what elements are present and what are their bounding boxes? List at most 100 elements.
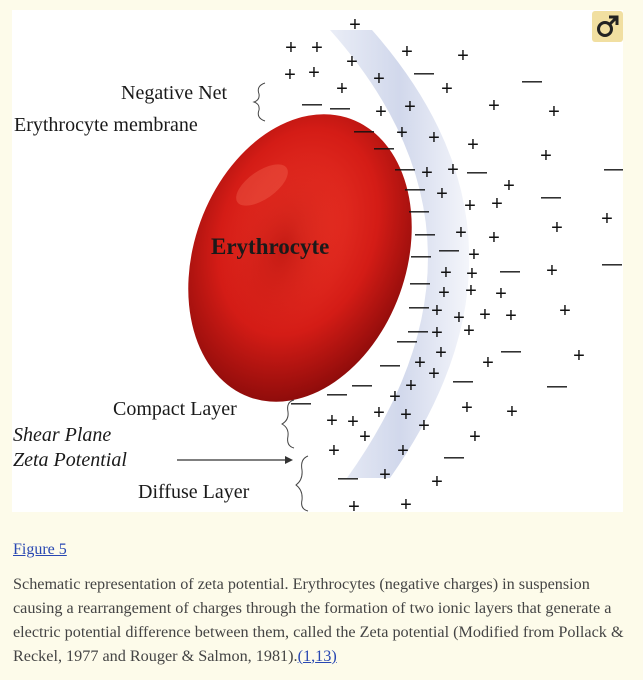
plus-charge: +	[464, 195, 476, 217]
plus-charge: +	[379, 464, 391, 486]
plus-charge: +	[479, 304, 491, 326]
male-symbol-badge[interactable]	[592, 11, 623, 42]
plus-charge: +	[447, 159, 459, 181]
minus-charge: —	[501, 340, 521, 362]
plus-charge: +	[346, 51, 358, 73]
plus-charge: +	[438, 282, 450, 304]
minus-charge: —	[327, 383, 347, 405]
plus-charge: +	[404, 96, 416, 118]
minus-charge: —	[380, 354, 400, 376]
citation-open: (	[297, 647, 303, 665]
plus-charge: +	[436, 183, 448, 205]
plus-charge: +	[397, 440, 409, 462]
plus-charge: +	[308, 62, 320, 84]
minus-charge: —	[541, 186, 561, 208]
zeta-arrow-head	[285, 456, 293, 464]
plus-charge: +	[441, 78, 453, 100]
caption-text: Schematic representation of zeta potenti…	[13, 575, 624, 665]
plus-charge: +	[348, 496, 360, 512]
plus-charge: +	[418, 415, 430, 437]
plus-charge: +	[551, 217, 563, 239]
plus-charge: +	[421, 162, 433, 184]
plus-charge: +	[467, 134, 479, 156]
plus-charge: +	[400, 404, 412, 426]
negative-net-brace	[252, 82, 266, 122]
negative-net-label: Negative Net	[121, 82, 228, 104]
plus-charge: +	[428, 363, 440, 385]
plus-charge: +	[311, 37, 323, 59]
minus-charge: —	[408, 320, 428, 342]
plus-charge: +	[488, 95, 500, 117]
plus-charge: +	[573, 345, 585, 367]
male-symbol-icon	[597, 15, 619, 37]
minus-charge: —	[522, 70, 542, 92]
minus-charge: —	[410, 272, 430, 294]
erythrocyte-label: Erythrocyte	[211, 234, 329, 259]
plus-charge: +	[559, 300, 571, 322]
citation-link[interactable]: (1,13)	[298, 647, 337, 665]
plus-charge: +	[466, 263, 478, 285]
plus-charge: +	[506, 401, 518, 423]
plus-charge: +	[396, 122, 408, 144]
minus-charge: —	[374, 137, 394, 159]
plus-charge: +	[482, 352, 494, 374]
plus-charge: +	[431, 300, 443, 322]
figure-caption: Schematic representation of zeta potenti…	[13, 572, 635, 668]
minus-charge: —	[409, 296, 429, 318]
plus-charge: +	[400, 494, 412, 512]
compact-layer-brace	[280, 399, 295, 449]
minus-charge: —	[602, 253, 622, 275]
minus-charge: —	[409, 200, 429, 222]
figure-link[interactable]: Figure 5	[13, 541, 67, 558]
minus-charge: —	[453, 370, 473, 392]
minus-charge: —	[330, 97, 350, 119]
plus-charge: +	[375, 101, 387, 123]
plus-charge: +	[503, 175, 515, 197]
minus-charge: —	[547, 375, 567, 397]
minus-charge: —	[439, 239, 459, 261]
plus-charge: +	[428, 127, 440, 149]
plus-charge: +	[463, 320, 475, 342]
zeta-potential-diagram: Erythrocyte Negative Net Erythrocyte mem…	[13, 14, 623, 512]
plus-charge: +	[326, 410, 338, 432]
minus-charge: —	[414, 62, 434, 84]
citation-ref-2[interactable]: 13	[315, 647, 332, 665]
membrane-label: Erythrocyte membrane	[14, 114, 198, 136]
plus-charge: +	[401, 41, 413, 63]
plus-charge: +	[373, 68, 385, 90]
ion-charges: ++++++++++—+———++++—+++—+——++—+—+++——+++…	[284, 14, 623, 512]
plus-charge: +	[336, 78, 348, 100]
minus-charge: —	[500, 260, 520, 282]
diffuse-layer-label: Diffuse Layer	[138, 481, 250, 503]
figure-panel: Erythrocyte Negative Net Erythrocyte mem…	[12, 10, 623, 512]
minus-charge: —	[354, 120, 374, 142]
citation-ref-1[interactable]: 1	[302, 647, 312, 665]
plus-charge: +	[601, 208, 613, 230]
plus-charge: +	[349, 14, 361, 36]
plus-charge: +	[468, 244, 480, 266]
plus-charge: +	[285, 37, 297, 59]
plus-charge: +	[359, 426, 371, 448]
plus-charge: +	[540, 145, 552, 167]
minus-charge: —	[302, 93, 322, 115]
erythrocyte-cell	[188, 114, 412, 402]
plus-charge: +	[548, 101, 560, 123]
zeta-potential-label: Zeta Potential	[13, 449, 127, 471]
shear-plane-band	[330, 30, 470, 478]
minus-charge: —	[415, 223, 435, 245]
shear-plane-label: Shear Plane	[13, 424, 111, 446]
diffuse-layer-brace	[295, 455, 309, 512]
minus-charge: —	[604, 158, 623, 180]
plus-charge: +	[457, 45, 469, 67]
plus-charge: +	[440, 262, 452, 284]
plus-charge: +	[495, 283, 507, 305]
plus-charge: +	[461, 397, 473, 419]
minus-charge: —	[397, 330, 417, 352]
plus-charge: +	[431, 471, 443, 493]
compact-layer-label: Compact Layer	[113, 398, 237, 420]
citation-sep: ,	[311, 647, 316, 665]
plus-charge: +	[414, 352, 426, 374]
plus-charge: +	[328, 440, 340, 462]
minus-charge: —	[338, 467, 358, 489]
plus-charge: +	[505, 305, 517, 327]
